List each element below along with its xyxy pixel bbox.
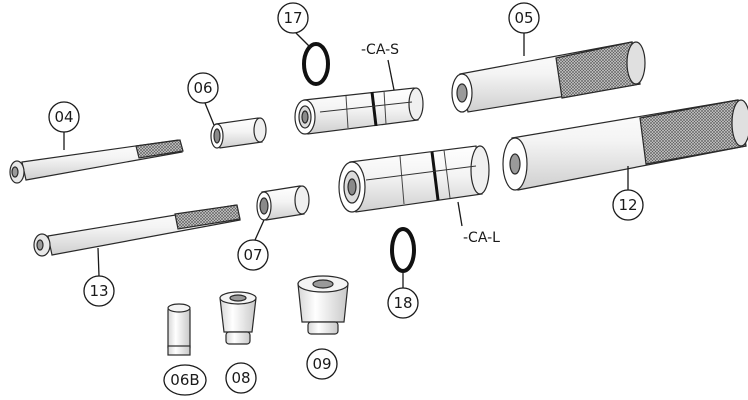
callout-18: 18 xyxy=(387,287,419,319)
callout-08-label: 08 xyxy=(231,369,250,387)
callout-17: 17 xyxy=(277,2,309,34)
part-12-handle xyxy=(502,99,748,191)
callout-06b: 06B xyxy=(163,364,207,396)
part-17-o-ring xyxy=(302,42,330,86)
callout-06b-label: 06B xyxy=(170,371,199,389)
callout-04: 04 xyxy=(48,101,80,133)
part-06-sleeve xyxy=(210,117,267,149)
leader-lines xyxy=(63,32,629,288)
part-07-sleeve xyxy=(256,185,310,221)
callout-13-label: 13 xyxy=(89,282,108,300)
part-04-rod xyxy=(9,139,184,184)
callout-06: 06 xyxy=(187,72,219,104)
part-ca-l-collet xyxy=(338,145,490,213)
part-05-handle xyxy=(451,41,646,113)
part-18-o-ring xyxy=(390,227,416,273)
label-ca-s: -CA-S xyxy=(361,42,399,58)
part-09-cap xyxy=(297,275,349,335)
callout-08: 08 xyxy=(225,362,257,394)
callout-07-label: 07 xyxy=(243,246,262,264)
callout-04-label: 04 xyxy=(54,108,73,126)
callout-09-label: 09 xyxy=(312,355,331,373)
part-08-cap xyxy=(219,291,257,345)
label-ca-l: -CA-L xyxy=(463,230,500,246)
callout-17-label: 17 xyxy=(283,9,302,27)
callout-06-label: 06 xyxy=(193,79,212,97)
callout-09: 09 xyxy=(306,348,338,380)
part-ca-s-collet xyxy=(294,87,424,135)
callout-13: 13 xyxy=(83,275,115,307)
callout-18-label: 18 xyxy=(393,294,412,312)
callout-07: 07 xyxy=(237,239,269,271)
callout-05: 05 xyxy=(508,2,540,34)
callout-05-label: 05 xyxy=(514,9,533,27)
callout-12-label: 12 xyxy=(618,196,637,214)
callout-12: 12 xyxy=(612,189,644,221)
part-06b-bit xyxy=(167,303,191,356)
part-13-rod xyxy=(33,204,241,257)
